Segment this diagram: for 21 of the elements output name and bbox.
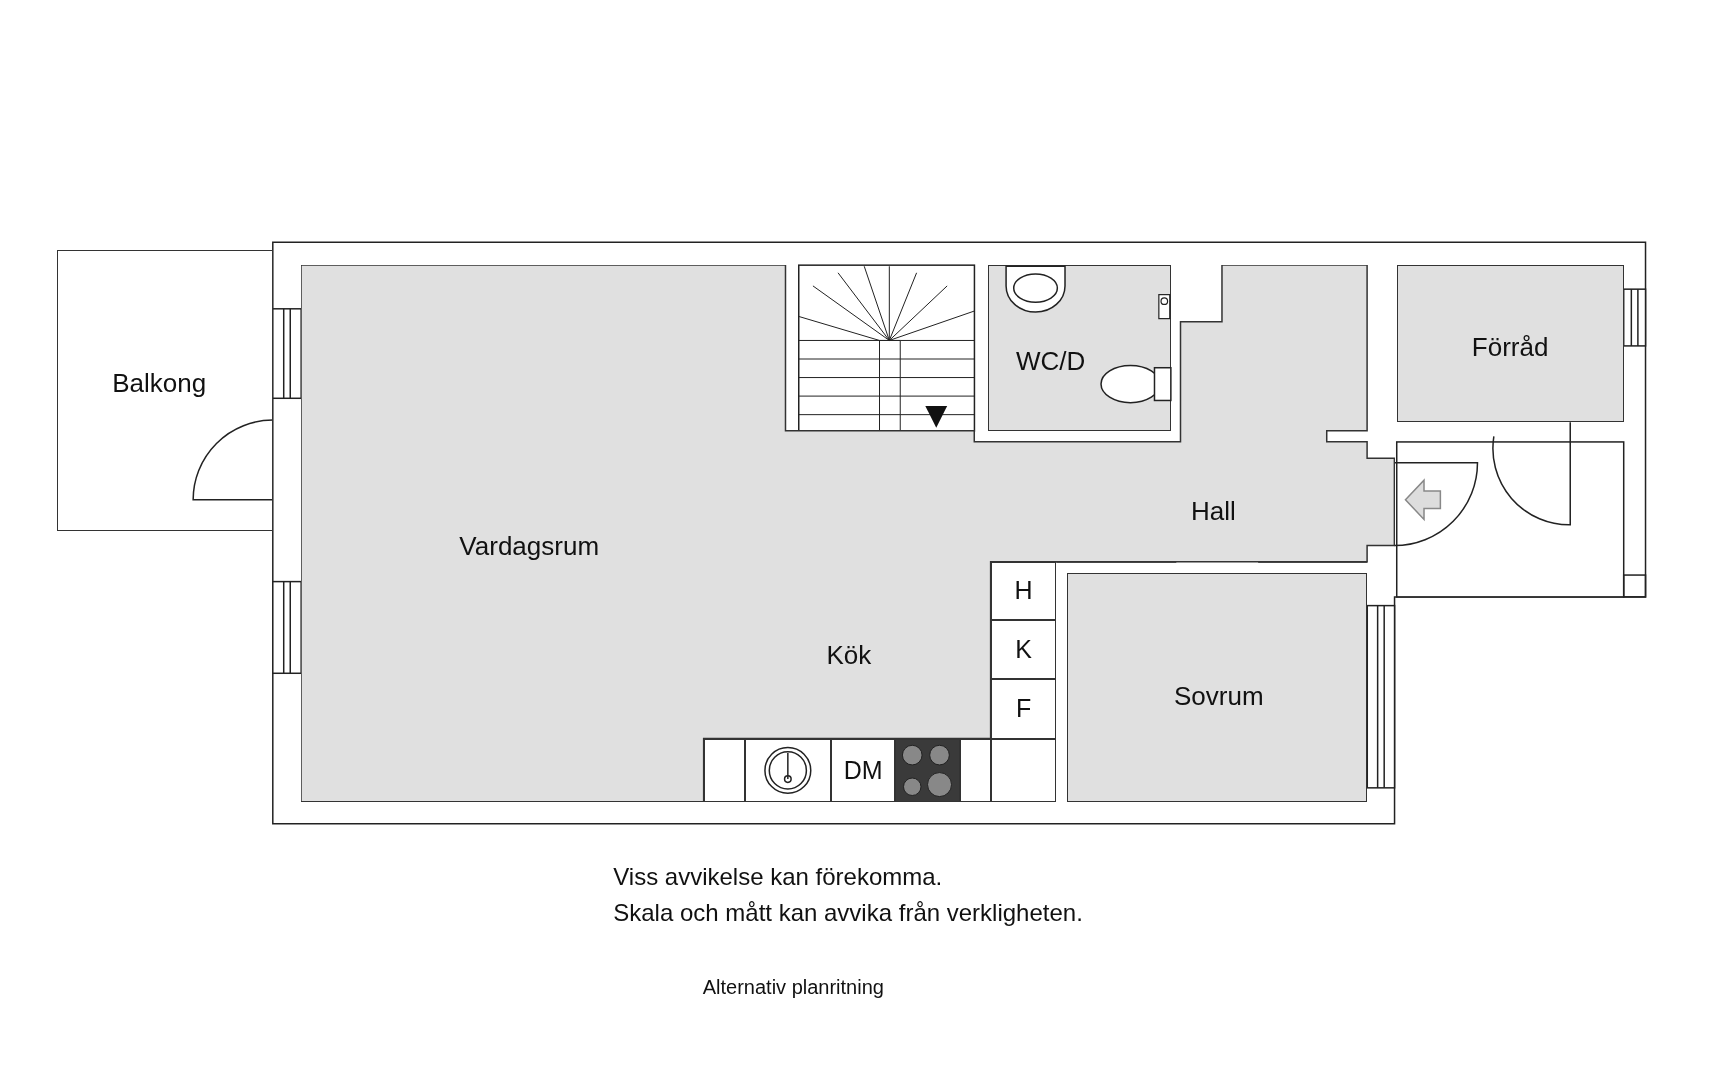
room-label: Balkong xyxy=(112,367,207,399)
balcony-area xyxy=(56,249,273,532)
note-text: Alternativ planritning xyxy=(702,975,884,999)
room-label: WC/D xyxy=(1016,345,1086,377)
room-area xyxy=(1396,265,1624,423)
room-label: Förråd xyxy=(1471,331,1549,363)
room-label: Hall xyxy=(1191,495,1236,527)
floor-area xyxy=(301,265,1395,802)
cabinet-label: H xyxy=(990,561,1057,620)
cabinet xyxy=(990,738,1057,802)
room-label: Vardagsrum xyxy=(459,530,600,562)
cabinet-label: DM xyxy=(831,738,895,802)
room-label: Kök xyxy=(826,639,872,671)
room-area xyxy=(1067,572,1368,802)
cabinet xyxy=(960,738,991,802)
note-text: Viss avvikelse kan förekomma. xyxy=(613,862,943,891)
cabinet xyxy=(703,738,746,802)
note-text: Skala och mått kan avvika från verkligheten. xyxy=(613,898,1083,927)
room-label: Sovrum xyxy=(1174,680,1264,712)
cabinet-label: K xyxy=(990,619,1057,679)
cabinet-label: F xyxy=(990,678,1057,739)
